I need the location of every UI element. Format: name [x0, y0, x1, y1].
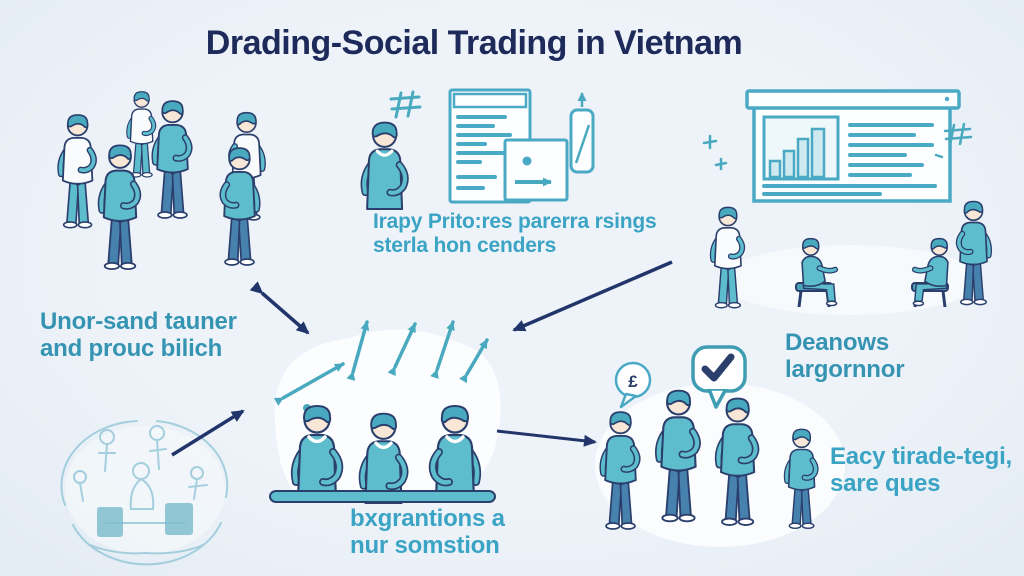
bar-chart-icon — [762, 115, 840, 181]
person-figure — [129, 92, 154, 177]
trend-arrows-icon — [273, 320, 489, 412]
document-panel-overlay — [503, 138, 569, 202]
arrow-table-to-verified — [496, 429, 597, 447]
check-bubble-icon — [691, 345, 747, 409]
caption-group-discussion: Unor-sand tauner and prouc bilich — [40, 308, 237, 362]
caption-chart-presentation: Deanows largornnor — [785, 329, 905, 384]
person-figure — [101, 145, 137, 269]
phone-icon — [569, 92, 595, 174]
presentation-board — [745, 89, 961, 203]
hash-sparkle-icon — [934, 122, 973, 159]
verified-traders-illustration: £ — [595, 345, 845, 547]
caption-document-review: Irapy Prito:res parerra rsings sterla ho… — [373, 210, 657, 257]
check-icon — [701, 353, 735, 382]
caption-line: nur somstion — [350, 532, 500, 560]
chart-presentation-illustration — [702, 89, 1000, 315]
caption-line: Eacy tirade-tegi, — [830, 443, 1013, 470]
caption-line: Unor-sand tauner — [40, 308, 237, 335]
caption-line: and prouc bilich — [40, 335, 223, 363]
caption-line: sare ques — [830, 470, 941, 498]
caption-line: sterla hon cenders — [373, 233, 557, 257]
document-review-illustration — [355, 88, 595, 210]
pound-bubble-icon: £ — [614, 361, 652, 409]
trading-table-illustration — [269, 320, 501, 505]
sparkle-icon — [702, 134, 728, 171]
person-figure — [364, 123, 405, 209]
page-title: Drading-Social Trading in Vietnam — [205, 24, 743, 62]
caption-line: Irapy Prito:res parerra rsings — [373, 210, 657, 233]
pound-symbol: £ — [628, 372, 638, 391]
caption-line: Deanows — [785, 329, 889, 356]
market-sketch-illustration — [60, 420, 229, 566]
person-figure — [61, 115, 94, 228]
caption-line: largornnor — [785, 356, 905, 384]
person-figure — [155, 101, 189, 218]
table-bar — [269, 490, 496, 503]
group-discussion-illustration — [35, 88, 315, 298]
arrow-presentation-to-table — [512, 260, 673, 332]
hash-sparkle-icon — [389, 90, 422, 119]
caption-trading-table: bxgrantions a nur somstion — [350, 505, 505, 559]
caption-line: bxgrantions a — [350, 505, 505, 532]
caption-verified-traders: Eacy tirade-tegi, sare ques — [830, 443, 1012, 497]
